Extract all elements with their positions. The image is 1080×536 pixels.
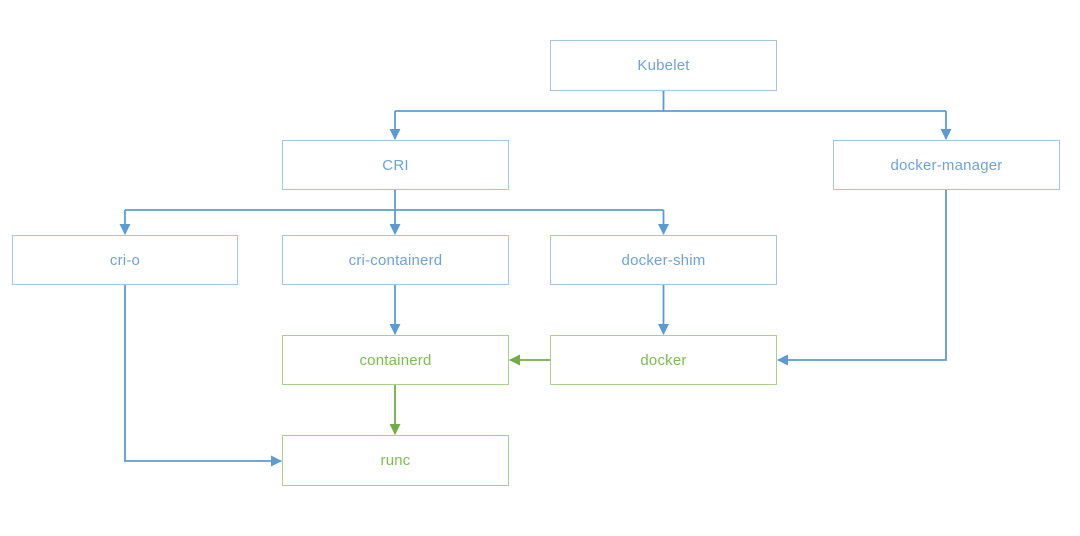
node-runc: runc <box>282 435 509 486</box>
node-containerd: containerd <box>282 335 509 385</box>
node-cri-containerd-label: cri-containerd <box>348 251 443 269</box>
node-cri-label: CRI <box>382 156 409 174</box>
node-kubelet: Kubelet <box>550 40 777 91</box>
node-docker-label: docker <box>640 351 687 369</box>
node-cri: CRI <box>282 140 509 190</box>
edge-cri-o-runc <box>124 285 282 467</box>
node-cri-containerd: cri-containerd <box>282 235 509 285</box>
node-containerd-label: containerd <box>359 351 432 369</box>
node-docker-manager-label: docker-manager <box>890 156 1003 174</box>
node-kubelet-label: Kubelet <box>637 57 690 74</box>
node-runc-label: runc <box>380 452 411 469</box>
node-cri-o: cri-o <box>12 235 238 285</box>
node-docker: docker <box>550 335 777 385</box>
node-docker-shim: docker-shim <box>550 235 777 285</box>
node-docker-manager: docker-manager <box>833 140 1060 190</box>
node-docker-shim-label: docker-shim <box>621 251 706 269</box>
node-cri-o-label: cri-o <box>109 251 141 269</box>
edge-docker-manager-docker <box>777 190 947 366</box>
